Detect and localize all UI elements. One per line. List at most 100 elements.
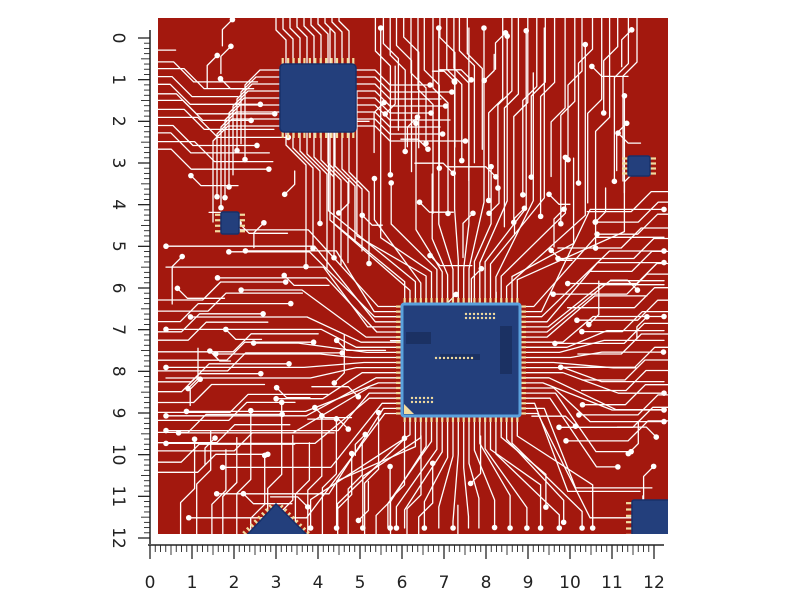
trace-pad	[439, 131, 446, 137]
trace-pad	[247, 407, 254, 414]
trace-pad	[339, 350, 346, 356]
chip-pin	[239, 219, 245, 222]
circuit-trace	[621, 29, 633, 68]
trace-pad	[212, 435, 218, 441]
trace-pad	[572, 423, 579, 429]
circuit-trace	[347, 442, 363, 534]
horizontal-ruler-label: 12	[643, 573, 665, 593]
circuit-trace	[158, 132, 270, 154]
chip-pin	[520, 346, 526, 349]
circuit-trace	[418, 462, 434, 534]
trace-pad	[229, 18, 236, 23]
chip-pin	[520, 351, 526, 354]
trace-pad	[218, 204, 224, 211]
trace-pad	[650, 463, 657, 470]
circuit-trace	[355, 83, 442, 100]
trace-pad	[428, 110, 434, 116]
circuit-trace	[473, 165, 492, 305]
trace-pad	[550, 291, 556, 297]
circuit-trace	[292, 131, 314, 249]
circuit-trace	[500, 156, 567, 305]
trace-pad	[266, 166, 272, 172]
circuit-trace	[390, 182, 438, 305]
trace-pad	[468, 77, 474, 83]
circuit-trace	[566, 287, 668, 309]
vertical-ruler-label: 8	[108, 366, 128, 377]
circuit-trace	[216, 118, 281, 198]
trace-pad	[427, 82, 433, 88]
circuit-trace	[567, 18, 583, 161]
circuit-trace	[446, 166, 497, 178]
trace-pad	[345, 426, 352, 432]
chip-detail-dot	[426, 400, 430, 404]
chip-pin	[626, 533, 632, 534]
chip-detail-dot	[414, 396, 418, 400]
chip-detail-dot	[466, 356, 470, 360]
trace-pad	[303, 263, 309, 270]
trace-pad	[445, 210, 451, 217]
trace-pad	[393, 525, 400, 531]
trace-pad	[495, 185, 501, 191]
circuit-trace	[337, 452, 353, 534]
chip-detail-dot	[472, 312, 476, 316]
trace-pad	[488, 163, 494, 170]
circuit-trace	[519, 402, 641, 493]
circuit-trace	[505, 415, 565, 523]
chip-pin	[303, 58, 306, 64]
circuit-trace	[158, 313, 264, 333]
circuit-trace	[338, 177, 350, 214]
trace-pad	[413, 120, 419, 127]
chip-detail-block	[406, 332, 431, 344]
trace-pad	[528, 174, 535, 180]
circuit-trace	[165, 397, 403, 445]
chip-pin	[520, 310, 526, 313]
chip-pin	[325, 132, 328, 138]
circuit-trace	[355, 118, 444, 135]
trace-pad	[615, 130, 621, 136]
chip-detail-dot	[488, 316, 492, 320]
circuit-trace	[289, 18, 301, 65]
circuit-trace	[190, 174, 239, 187]
circuit-trace	[244, 250, 403, 313]
trace-pad	[435, 25, 442, 31]
trace-pad	[491, 524, 498, 531]
circuit-trace	[250, 454, 266, 534]
circuit-trace	[457, 504, 459, 534]
chip-pin	[520, 391, 526, 395]
trace-pad	[214, 275, 221, 281]
trace-pad	[163, 440, 169, 447]
circuit-trace	[177, 387, 403, 434]
chip-pin	[650, 167, 656, 170]
circuit-trace	[215, 353, 403, 359]
trace-pad	[521, 205, 528, 212]
trace-pad	[611, 178, 618, 185]
circuit-trace	[313, 131, 335, 259]
chip-pin	[425, 416, 428, 422]
circuit-trace	[418, 201, 454, 213]
circuit-trace	[384, 65, 396, 115]
trace-pad	[185, 514, 192, 521]
chip-pin	[281, 58, 284, 64]
chip-pin	[520, 397, 526, 400]
trace-pad	[564, 280, 571, 287]
chip-pin	[510, 416, 514, 422]
circuit-trace	[458, 18, 476, 164]
chip-pin	[396, 402, 402, 405]
circuit-trace	[362, 415, 422, 529]
chip-pin	[396, 397, 402, 400]
circuit-trace	[225, 328, 263, 341]
chip-pin	[419, 298, 422, 304]
trace-pad	[359, 212, 366, 219]
circuit-trace	[432, 18, 449, 215]
trace-pad	[183, 408, 190, 415]
trace-pad	[310, 245, 316, 252]
circuit-trace	[232, 90, 281, 176]
circuit-trace	[617, 132, 642, 144]
circuit-trace	[373, 101, 385, 154]
circuit-trace	[335, 415, 417, 529]
circuit-trace	[158, 83, 261, 105]
chip-pin	[520, 376, 526, 379]
circuit-trace	[403, 415, 443, 529]
circuit-trace	[334, 131, 356, 243]
circuit-trace	[373, 177, 422, 305]
